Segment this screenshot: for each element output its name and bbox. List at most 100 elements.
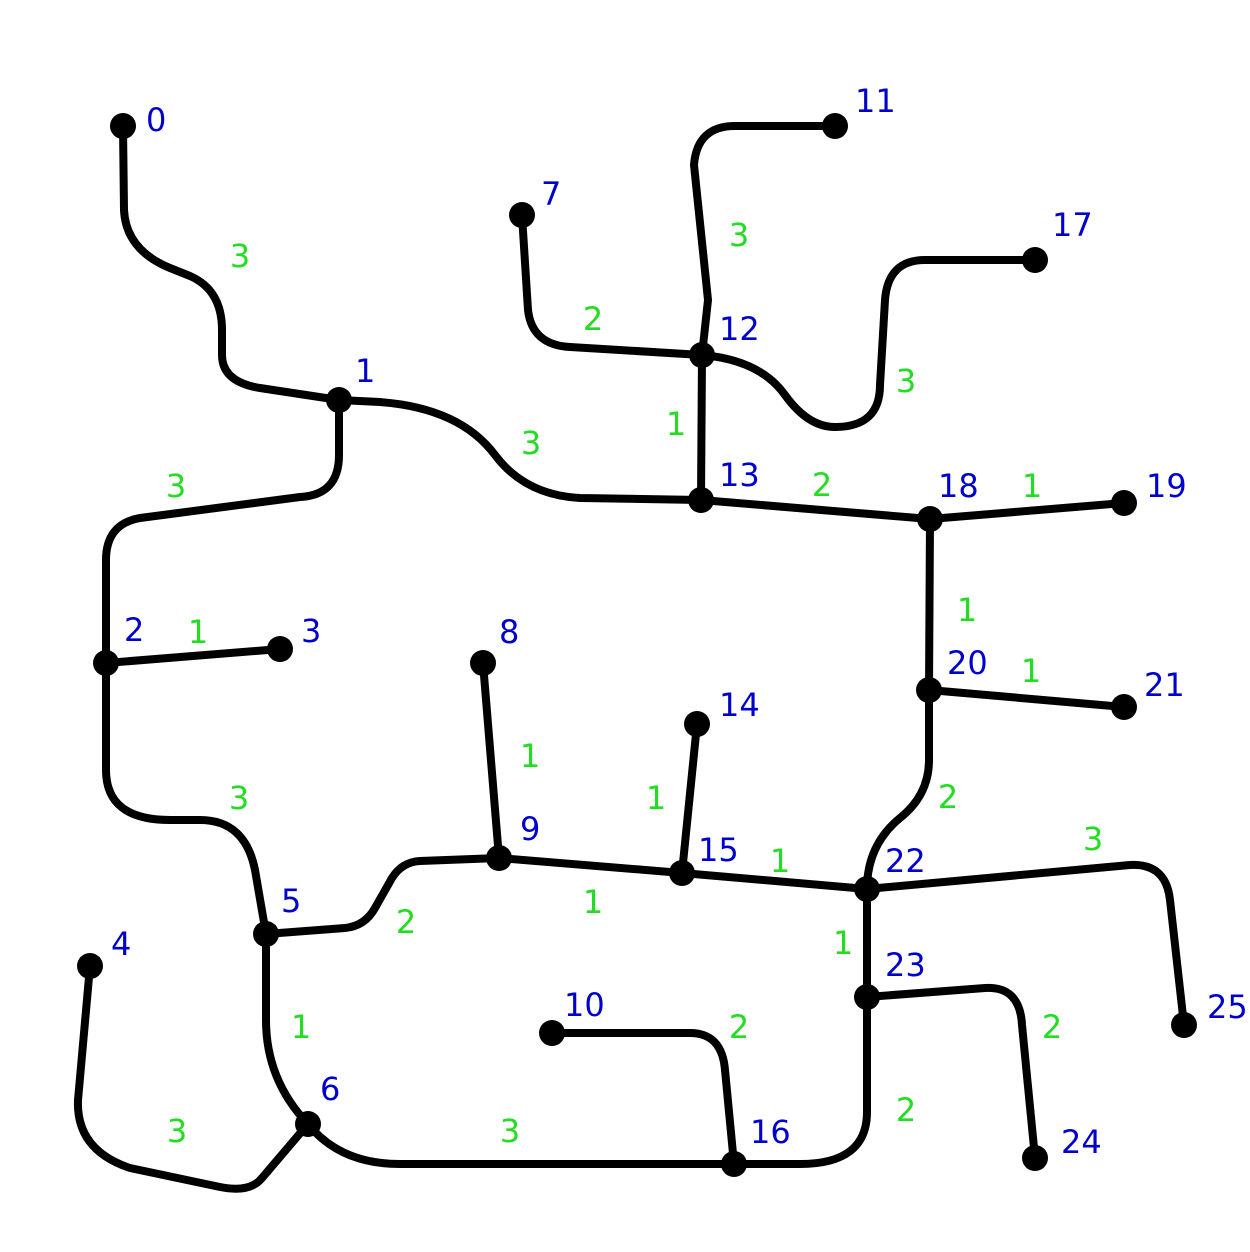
edge-13-18 [697,496,934,523]
edge-weight-4-6: 3 [167,1112,187,1150]
node-label-13: 13 [719,456,760,494]
node-20 [916,677,942,703]
edge-weight-12-17: 3 [896,362,916,400]
edge-weight-1-13: 3 [521,424,541,462]
node-5 [253,921,279,947]
edge-5-9 [262,854,503,938]
node-label-18: 18 [938,467,979,505]
node-label-7: 7 [541,175,561,213]
edge-weight-20-21: 1 [1021,652,1041,690]
node-4 [77,953,103,979]
edge-weight-15-22: 1 [770,842,790,880]
edge-weight-9-15: 1 [583,883,603,921]
edge-0-1 [119,122,343,404]
edge-weight-2-3: 1 [188,613,208,651]
node-label-16: 16 [750,1113,791,1151]
edge-11-12 [690,122,839,359]
edge-weight-13-18: 2 [812,466,832,504]
node-label-19: 19 [1146,467,1187,505]
edge-2-5 [102,659,270,938]
node-21 [1111,694,1137,720]
node-label-12: 12 [719,310,760,348]
edge-weight-0-1: 3 [230,237,250,275]
node-label-1: 1 [355,352,375,390]
node-15 [669,860,695,886]
edge-4-6 [73,962,312,1193]
node-label-2: 2 [124,611,144,649]
edge-weight-5-9: 2 [396,903,416,941]
edge-8-9 [479,659,503,862]
node-label-9: 9 [520,810,540,848]
edge-weight-23-24: 2 [1042,1008,1062,1046]
node-7 [509,202,535,228]
node-12 [689,342,715,368]
edge-weight-6-16: 3 [500,1112,520,1150]
edge-6-16 [304,1120,738,1168]
edge-12-13 [697,351,706,504]
edge-10-16 [548,1029,738,1168]
edge-weight-2-5: 3 [229,779,249,817]
node-label-24: 24 [1061,1123,1102,1161]
edge-weight-7-12: 2 [583,300,603,338]
node-label-10: 10 [564,986,605,1024]
edge-18-20 [925,515,934,694]
edge-weight-22-25: 3 [1083,820,1103,858]
edge-7-12 [518,211,706,359]
node-label-0: 0 [146,101,166,139]
edge-20-21 [925,686,1128,711]
node-0 [110,113,136,139]
edge-weight-8-9: 1 [520,737,540,775]
node-14 [684,711,710,737]
node-11 [822,113,848,139]
edge-5-6 [262,930,312,1128]
node-label-3: 3 [301,612,321,650]
edge-weight-12-13: 1 [666,405,686,443]
edge-weight-20-22: 2 [938,778,958,816]
edge-weight-5-6: 1 [291,1008,311,1046]
edge-weight-18-19: 1 [1022,467,1042,505]
edge-23-24 [863,983,1039,1162]
edge-weight-1-2: 3 [166,467,186,505]
node-1 [326,387,352,413]
edge-23-16 [730,993,871,1168]
edge-22-25 [863,860,1188,1029]
node-10 [539,1020,565,1046]
edge-weight-14-15: 1 [646,779,666,817]
node-22 [854,876,880,902]
node-label-6: 6 [320,1070,340,1108]
edge-weight-10-16: 2 [729,1008,749,1046]
node-label-14: 14 [719,686,760,724]
node-16 [721,1151,747,1177]
edge-1-13 [335,396,705,504]
edge-1-2 [102,396,343,667]
nodes-layer [77,113,1197,1177]
edge-weight-18-20: 1 [957,591,977,629]
edge-9-15 [495,854,686,877]
node-label-8: 8 [499,613,519,651]
node-18 [917,506,943,532]
edge-20-22 [863,686,933,893]
node-label-25: 25 [1207,988,1248,1026]
node-label-15: 15 [698,831,739,869]
node-23 [854,984,880,1010]
edge-2-3 [102,645,284,667]
node-6 [295,1111,321,1137]
edge-18-19 [926,499,1128,523]
node-label-11: 11 [855,82,896,120]
node-13 [688,487,714,513]
edges-layer [73,122,1188,1193]
node-9 [486,845,512,871]
node-label-22: 22 [885,842,926,880]
node-label-23: 23 [885,946,926,984]
node-25 [1171,1012,1197,1038]
edge-15-22 [678,869,871,893]
edge-weight-22-23: 1 [833,924,853,962]
edge-14-15 [678,720,701,877]
node-label-21: 21 [1144,666,1185,704]
edge-weight-23-16: 2 [896,1091,916,1129]
edge-12-17 [698,256,1039,431]
node-label-4: 4 [111,925,131,963]
